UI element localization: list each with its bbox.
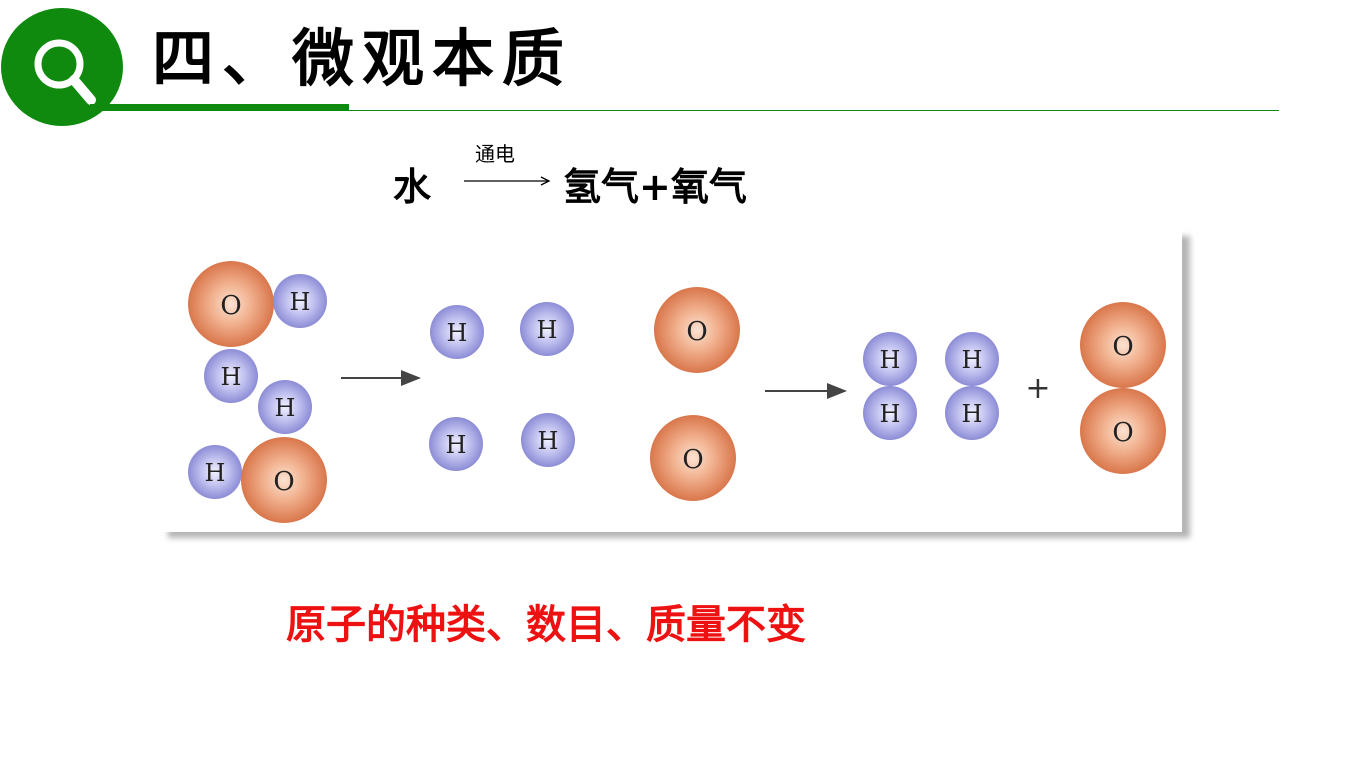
oxygen-atom: O <box>188 261 274 347</box>
svg-text:H: H <box>205 459 226 487</box>
oxygen-molecule: O O <box>1080 302 1166 474</box>
hydrogen-atom: H <box>429 417 483 471</box>
equation-condition: 通电 <box>475 142 515 166</box>
equation-products: 氢气+氧气 <box>563 165 747 209</box>
hydrogen-atom: H <box>520 302 574 356</box>
header-underline <box>90 104 349 111</box>
hydrogen-atom: H <box>188 445 242 499</box>
svg-text:O: O <box>220 291 241 321</box>
hydrogen-atom: H <box>273 274 327 328</box>
svg-text:H: H <box>221 363 242 391</box>
svg-text:H: H <box>275 394 296 422</box>
plus-sign: + <box>1025 371 1050 406</box>
hydrogen-molecule: H H <box>863 332 917 440</box>
svg-text:O: O <box>682 445 703 475</box>
oxygen-atom: O <box>654 287 740 373</box>
hydrogen-molecule: H H <box>945 332 999 440</box>
hydrogen-atom: H <box>521 413 575 467</box>
svg-text:O: O <box>273 467 294 497</box>
search-icon <box>34 39 96 105</box>
hydrogen-atom: H <box>258 380 312 434</box>
oxygen-atom: O <box>650 415 736 501</box>
stage-separated-atoms: H H H H O O <box>429 287 740 501</box>
page-title: 四、微观本质 <box>152 22 573 95</box>
svg-text:H: H <box>880 400 901 428</box>
stage-water-molecules: O H H H H O <box>188 261 327 523</box>
svg-text:O: O <box>1112 418 1133 448</box>
svg-text:H: H <box>290 288 311 316</box>
hydrogen-atom: H <box>204 349 258 403</box>
header-badge <box>1 8 123 126</box>
svg-text:H: H <box>447 319 468 347</box>
svg-text:O: O <box>686 317 707 347</box>
conclusion-text: 原子的种类、数目、质量不变 <box>286 602 806 648</box>
reaction-arrow-icon <box>464 176 551 186</box>
molecule-figure: O H H H H O <box>161 228 1182 532</box>
equation-reactant: 水 <box>393 165 432 209</box>
svg-text:H: H <box>962 346 983 374</box>
svg-text:H: H <box>962 400 983 428</box>
hydrogen-atom: H <box>430 305 484 359</box>
svg-text:H: H <box>446 431 467 459</box>
svg-text:H: H <box>538 427 559 455</box>
svg-text:H: H <box>880 346 901 374</box>
header-divider <box>349 110 1279 111</box>
stage-products: H H H H + O O <box>863 302 1166 474</box>
svg-text:O: O <box>1112 332 1133 362</box>
svg-text:H: H <box>537 316 558 344</box>
oxygen-atom: O <box>241 437 327 523</box>
